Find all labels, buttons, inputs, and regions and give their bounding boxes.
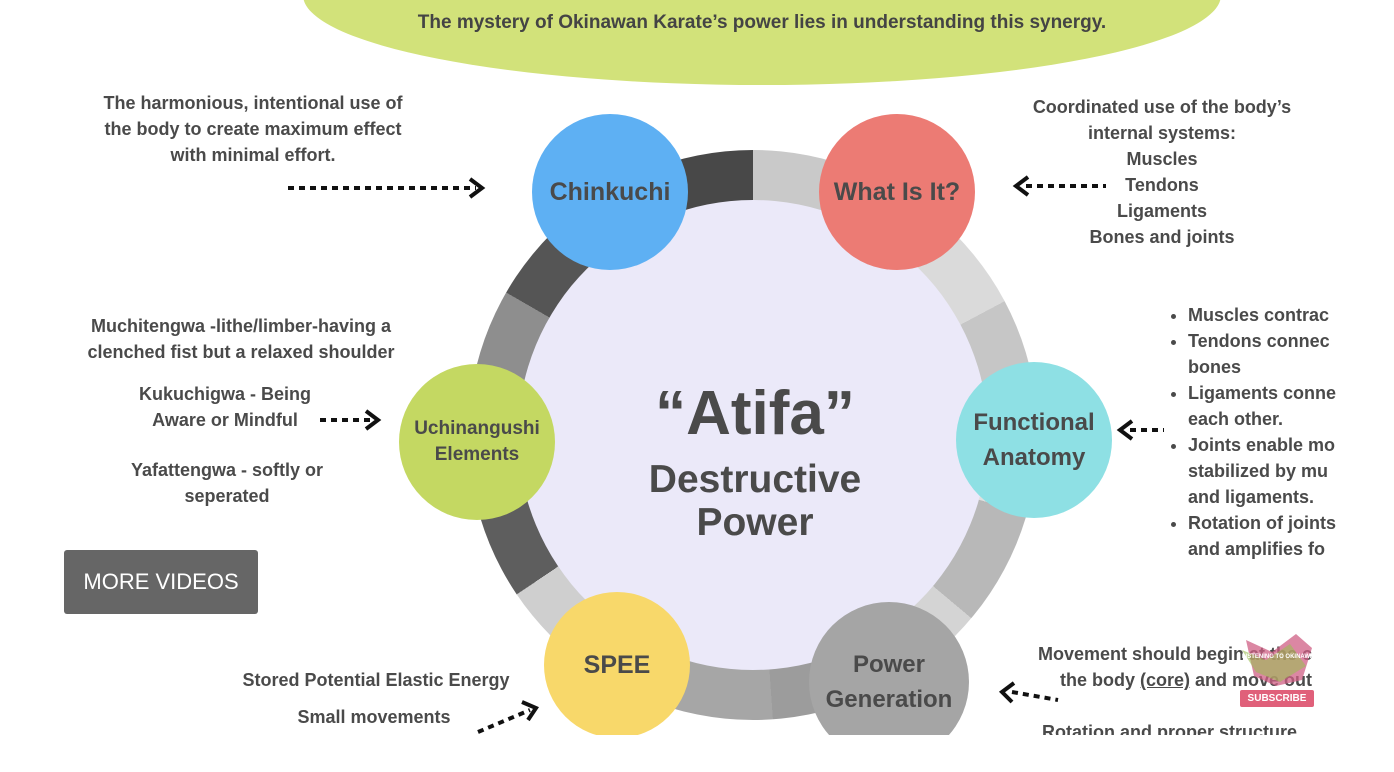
note-line: seperated (184, 486, 270, 506)
note-movement-core: (core) (1140, 670, 1191, 690)
channel-logo-icon (1242, 634, 1312, 686)
note-small-movements: Small movements (297, 707, 451, 727)
note-line: Coordinated use of the body’s (1032, 97, 1292, 117)
note-line: the body to create maximum effect (104, 119, 402, 139)
note-movement-line2: the body (core) and move out (1060, 667, 1380, 693)
subscribe-button[interactable]: SUBSCRIBE (1240, 690, 1314, 707)
list-item: Muscles contrac (1188, 302, 1336, 328)
note-yafattengwa: Yafattengwa - softly or seperated (110, 457, 344, 509)
bubble-what-is-it: What Is It? (819, 114, 975, 270)
note-movement-line1: Movement should begin at the c (1038, 644, 1313, 664)
more-videos-button[interactable]: MORE VIDEOS (64, 550, 258, 614)
arrow-left-dotted-icon (1012, 175, 1106, 197)
video-right-edge (1336, 0, 1394, 735)
note-line: Kukuchigwa - Being (138, 384, 311, 404)
note-line: Aware or Mindful (152, 410, 298, 430)
note-line: clenched fist but a relaxed shoulder (87, 342, 395, 362)
note-line: Muchitengwa -lithe/limber-having a (90, 316, 392, 336)
channel-logo-watermark[interactable] (1236, 630, 1316, 710)
note-line: Ligaments (1116, 201, 1208, 221)
note-line: with minimal effort. (170, 145, 336, 165)
bubble-chinkuchi-label: Chinkuchi (549, 177, 671, 206)
note-line: Muscles (1126, 149, 1198, 169)
note-line: Yafattengwa - softly or (130, 460, 324, 480)
center-subtitle: Destructive Power (600, 458, 910, 544)
bubble-chinkuchi: Chinkuchi (532, 114, 688, 270)
bubble-power-generation: Power Generation (809, 602, 969, 735)
note-muchitengwa: Muchitengwa -lithe/limber-having a clenc… (62, 313, 420, 365)
bubble-spee: SPEE (544, 592, 690, 735)
arrow-right-dotted-icon (288, 177, 486, 199)
note-stored-energy: Stored Potential Elastic Energy (242, 670, 510, 690)
bubble-power-line1: Power (852, 651, 925, 678)
bottom-margin (0, 735, 1394, 772)
inner-circle (518, 200, 988, 670)
bubble-functional-line2: Anatomy (982, 444, 1086, 471)
channel-logo-text: LISTENING TO OKINAWA (1241, 654, 1315, 660)
bubble-what-is-it-label: What Is It? (833, 177, 961, 206)
bubble-uchinangushi: Uchinangushi Elements (399, 364, 555, 520)
note-what-is-it: Coordinated use of the body’s internal s… (1012, 94, 1312, 250)
arrow-left-dotted-icon (1116, 419, 1164, 441)
video-frame: The mystery of Okinawan Karate’s power l… (0, 0, 1394, 735)
center-subtitle-line2: Power (696, 501, 814, 544)
note-line: Bones and joints (1089, 227, 1235, 247)
bubble-functional-line1: Functional (973, 409, 1095, 436)
center-subtitle-line1: Destructive (648, 458, 862, 501)
arrow-left-dotted-icon (998, 681, 1059, 704)
arrow-right-dotted-icon (320, 409, 382, 431)
bubble-uchinangushi-line2: Elements (434, 444, 520, 465)
bubble-uchinangushi-line1: Uchinangushi (414, 418, 540, 439)
banner-text: The mystery of Okinawan Karate’s power l… (417, 12, 1107, 33)
center-title: “Atifa” (655, 379, 855, 448)
note-kukuchigwa: Kukuchigwa - Being Aware or Mindful (120, 381, 330, 433)
arrow-up-right-dotted-icon (477, 700, 539, 734)
note-movement-part: the body (1060, 670, 1140, 690)
bubble-power-line2: Generation (825, 686, 953, 713)
bubble-spee-label: SPEE (583, 650, 651, 679)
note-line: The harmonious, intentional use of (103, 93, 403, 113)
note-line: Tendons (1125, 175, 1199, 195)
bubble-functional-anatomy: Functional Anatomy (956, 362, 1112, 518)
note-rotation: Rotation and proper structure (1042, 722, 1298, 735)
note-chinkuchi: The harmonious, intentional use of the b… (80, 90, 426, 168)
note-line: internal systems: (1087, 123, 1237, 143)
